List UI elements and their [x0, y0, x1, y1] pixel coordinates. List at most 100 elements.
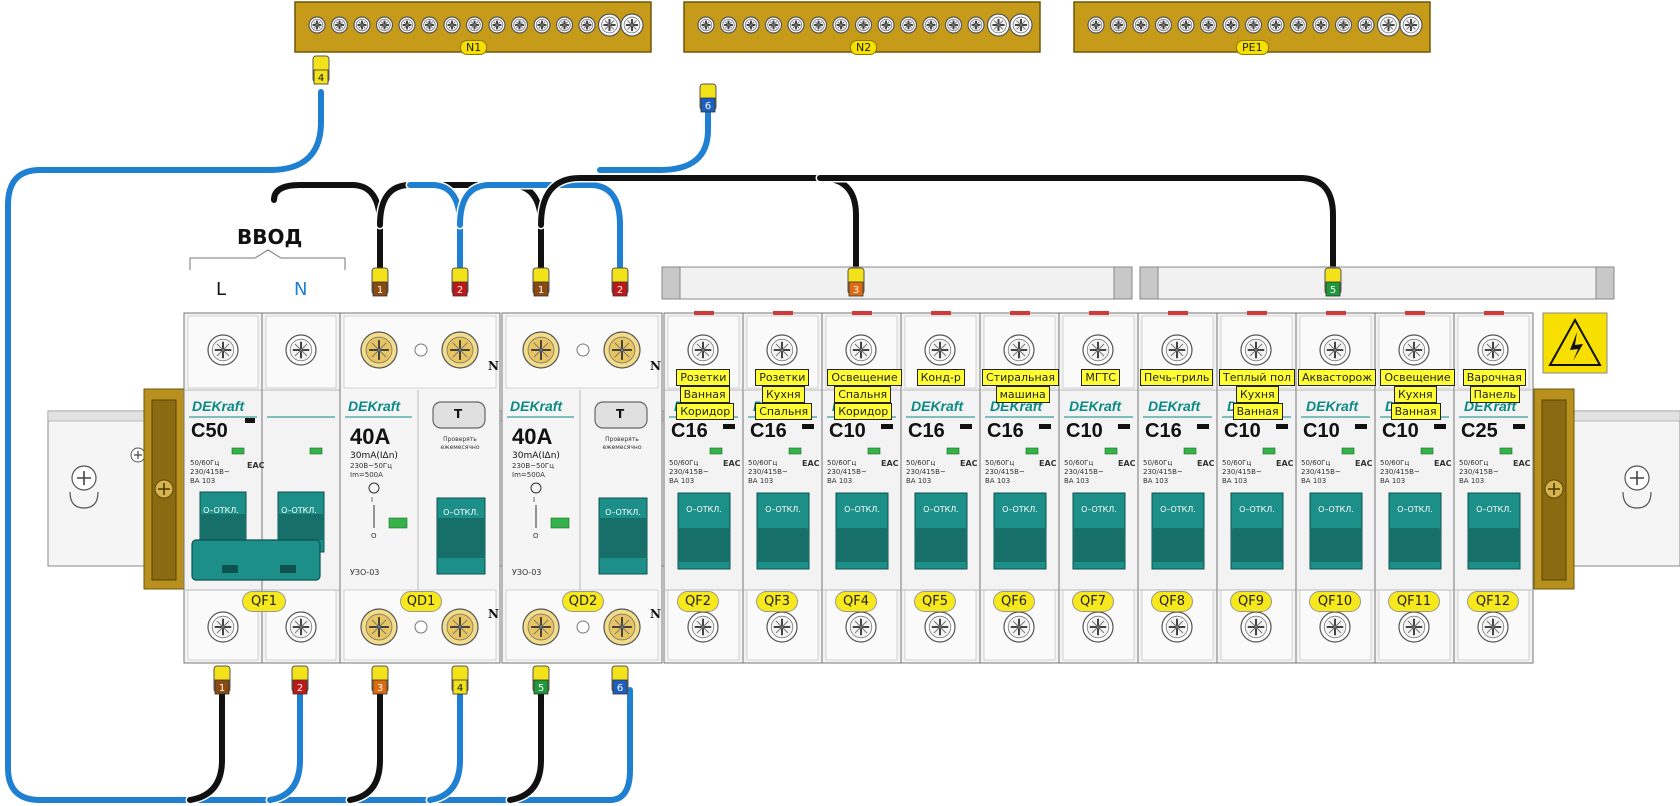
rcd-top-screw-cross2 [371, 342, 387, 358]
busbar-screw-cross2 [972, 21, 980, 29]
marker-bottom-1-band [214, 679, 230, 695]
rcd-sub-spec: 230В~50Гц Im=500A [512, 462, 554, 479]
rcd-top-screw-cross2 [533, 342, 549, 358]
marker-top-1-band [372, 281, 388, 297]
breaker-top-screw-cross2 [1091, 343, 1105, 357]
breaker-spec: 50/60Гц 230/415В~ ВА 103 [1301, 459, 1341, 485]
busbar-screw-cross2 [493, 21, 501, 29]
rcd-toggle-shade [599, 518, 647, 558]
rcd-status-off: O [533, 532, 539, 540]
breaker-rating: C10 [829, 420, 866, 442]
busbar-screw-cross2 [470, 21, 479, 29]
marker-busbar-n2-band [700, 97, 716, 113]
busbar-label-n2: N2 [850, 40, 878, 55]
breaker-top-mark [1168, 311, 1188, 315]
breaker-eac: EAC [1513, 459, 1531, 468]
breaker-bottom-screw-cross2 [1091, 620, 1105, 634]
busbar-screw-cross2 [538, 21, 546, 29]
qf1-toggle-shade [200, 514, 246, 540]
circuit-tag: Ванная [1390, 403, 1441, 420]
breaker-status-window [1513, 424, 1525, 429]
breaker-top-screw-cross2 [775, 343, 789, 357]
breaker-eac: EAC [881, 459, 899, 468]
busbar-screw-cross2 [604, 20, 615, 30]
rcd-indicator [550, 517, 570, 529]
breaker-status-window [1197, 424, 1209, 429]
breaker-indicator [1104, 447, 1118, 455]
breaker-eac: EAC [723, 459, 741, 468]
breaker-status-window [1039, 424, 1051, 429]
breaker-top-screw-cross2 [1328, 343, 1342, 357]
circuit-tag: Кухня [762, 386, 805, 403]
rcd-rating: 40A [512, 424, 553, 449]
breaker-label-qf8: QF8 [1151, 591, 1193, 612]
busbar-screw-cross2 [927, 21, 935, 29]
circuit-tag: Розетки [676, 369, 731, 386]
breaker-rating: C16 [987, 420, 1024, 442]
circuit-tag: Спальня [834, 386, 892, 403]
marker-top-6-band [1325, 281, 1341, 297]
breaker-toggle-shade [915, 528, 967, 562]
qf1-handle-slot [222, 565, 238, 573]
rcd-model: УЗО-03 [350, 568, 380, 577]
qf1-rating: C50 [191, 420, 228, 442]
breaker-bottom-screw-cross2 [1486, 620, 1500, 634]
rcd-label-qd2: QD2 [562, 591, 604, 612]
busbar-screw-cross2 [1294, 21, 1303, 29]
breaker-bottom-screw-cross2 [1407, 620, 1421, 634]
breaker-spec: 50/60Гц 230/415В~ ВА 103 [1459, 459, 1499, 485]
breaker-spec: 50/60Гц 230/415В~ ВА 103 [906, 459, 946, 485]
breaker-label-qf4: QF4 [835, 591, 877, 612]
breaker-indicator [1183, 447, 1197, 455]
rcd-test-button [594, 401, 648, 429]
lightning-icon [1570, 332, 1583, 361]
rail-mount-slot [69, 491, 99, 509]
breaker-switch-label: O–ОТКЛ. [1002, 505, 1038, 514]
input-bracket [189, 249, 346, 270]
busbar-screw-cross2 [1317, 21, 1325, 29]
breaker-switch-label: O–ОТКЛ. [844, 505, 880, 514]
breaker-eac: EAC [1197, 459, 1215, 468]
circuit-tag: Варочная [1462, 369, 1526, 386]
circuit-tag: Розетки [755, 369, 810, 386]
breaker-indicator [1262, 447, 1276, 455]
busbar-screw-cross2 [627, 20, 637, 30]
busbar-screw-cross2 [1092, 21, 1100, 29]
comb-busbar-end [661, 266, 681, 300]
circuit-tag: Освещение [827, 369, 902, 386]
breaker-spec: 50/60Гц 230/415В~ ВА 103 [1064, 459, 1104, 485]
din-end-clamp-screw-cross [158, 483, 170, 495]
breaker-top-screw-cross2 [1486, 343, 1500, 357]
busbar-screw-cross2 [882, 21, 890, 29]
circuit-tag: Освещение [1380, 369, 1455, 386]
breaker-indicator [1341, 447, 1355, 455]
breaker-top-mark [1247, 311, 1267, 315]
breaker-status-window [1118, 424, 1130, 429]
breaker-top-screw-cross2 [1170, 343, 1184, 357]
breaker-eac: EAC [1355, 459, 1373, 468]
busbar-screw-cross2 [1204, 21, 1213, 29]
rail-screw-cross [134, 451, 142, 459]
circuit-tag: Панель [1469, 386, 1521, 403]
busbar-screw-cross2 [515, 21, 524, 29]
rcd-label-qd1: QD1 [400, 591, 442, 612]
breaker-switch-label: O–ОТКЛ. [765, 505, 801, 514]
breaker-spec: 50/60Гц 230/415В~ ВА 103 [748, 459, 788, 485]
phase-label-n: N [294, 279, 308, 300]
busbar-screw-cross2 [1339, 21, 1348, 29]
breaker-indicator [1499, 447, 1513, 455]
wires-back [3, 87, 1338, 805]
breaker-toggle-shade [1389, 528, 1441, 562]
breaker-toggle-shade [678, 528, 730, 562]
breaker-indicator [867, 447, 881, 455]
breaker-top-screw-cross2 [1249, 343, 1263, 357]
breaker-brand: DEKraft [911, 398, 964, 414]
busbar-screw-cross2 [1362, 21, 1370, 29]
breaker-top-mark [1010, 311, 1030, 315]
comb-busbar-end [1113, 266, 1133, 300]
breaker-bottom-screw-cross2 [1012, 620, 1026, 634]
busbar-screw-cross2 [1159, 21, 1168, 29]
comb-busbar-end [1139, 266, 1159, 300]
breaker-spec: 50/60Гц 230/415В~ ВА 103 [1143, 459, 1183, 485]
rcd-small-screw [576, 343, 590, 357]
